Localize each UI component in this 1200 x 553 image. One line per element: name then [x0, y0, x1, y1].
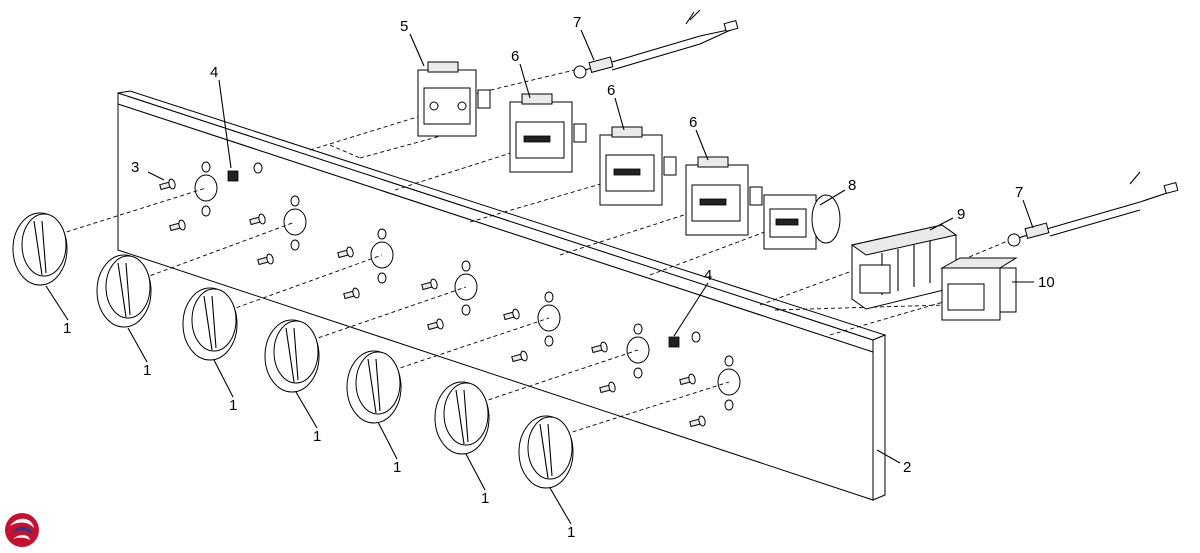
selector-switch: [850, 224, 958, 310]
callout-timer: 10: [1038, 274, 1055, 291]
control-knobs: [12, 212, 574, 489]
energy-regulators: [417, 61, 763, 236]
callout-switch-a: 6: [511, 48, 519, 65]
callout-thermostat: 8: [848, 177, 856, 194]
screws: [159, 178, 706, 428]
callout-knob-5: 1: [393, 459, 401, 476]
callout-knob-2: 1: [143, 362, 151, 379]
callout-thermocouple-a: 7: [573, 14, 581, 31]
thermocouples: [573, 9, 1179, 247]
callout-knob-6: 1: [481, 490, 489, 507]
thermostat: [763, 194, 841, 250]
control-panel: [117, 90, 887, 501]
assembly-lines: [59, 67, 1011, 435]
brand-swirl-icon: [5, 513, 39, 547]
indicator-lamps: [227, 170, 680, 348]
timer: [940, 257, 1018, 321]
callout-selector: 9: [957, 206, 965, 223]
callout-labels: 1 1 1 1 1 1 1 2 3 4 4 5 6 6 6 7 7 8 9 10: [63, 14, 1055, 541]
callout-knob-3: 1: [229, 397, 237, 414]
callout-panel: 2: [903, 459, 911, 476]
callout-screw: 3: [131, 159, 139, 176]
callout-switch-main: 5: [400, 18, 408, 35]
leader-lines: [45, 29, 1034, 525]
callout-knob-1: 1: [63, 320, 71, 337]
callout-knob-7: 1: [567, 524, 575, 541]
callout-lamp-a: 4: [210, 64, 218, 81]
callout-switch-c: 6: [689, 114, 697, 131]
callout-lamp-b: 4: [704, 267, 712, 284]
callout-switch-b: 6: [607, 82, 615, 99]
callout-thermocouple-b: 7: [1015, 184, 1023, 201]
callout-knob-4: 1: [313, 428, 321, 445]
